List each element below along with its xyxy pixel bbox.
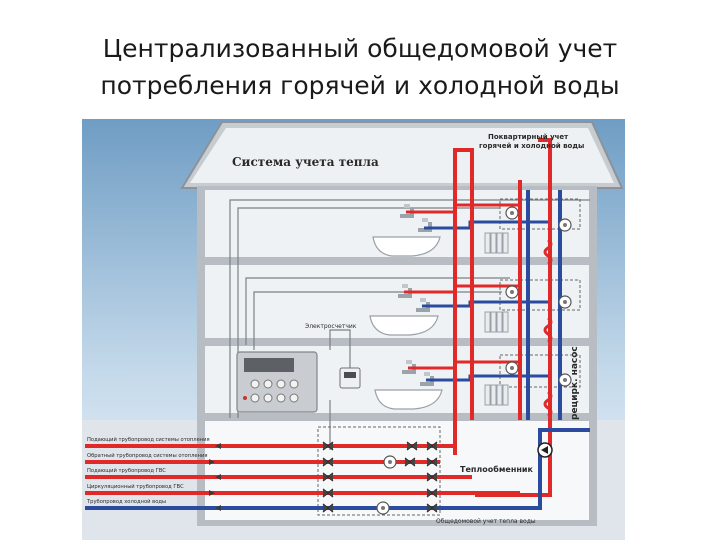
water-meter-icon [505, 285, 519, 299]
recirc-pump-label: рецирк. насос [570, 346, 580, 420]
pipe-label: Обратный трубопровод системы отопления [87, 452, 207, 459]
page-title: Централизованный общедомовой учет потреб… [0, 30, 720, 104]
electricity-meter-icon [339, 367, 361, 389]
water-meter-icon [558, 295, 572, 309]
title-line-2: потребления горячей и холодной воды [100, 71, 620, 100]
main-pipes [85, 428, 590, 510]
recirc-coils [543, 238, 553, 418]
system-label: Система учета тепла [232, 155, 379, 169]
radiator-icon [484, 384, 509, 406]
basement [205, 421, 589, 520]
pipe-label: Подающий трубопровод ГВС [87, 467, 166, 474]
water-meter-icon [383, 455, 397, 469]
water-meter-icon [505, 206, 519, 220]
floor-slab [205, 257, 589, 265]
pump-icon [537, 442, 553, 458]
apartment-meter-label: Поквартирный учет [488, 133, 569, 141]
controller-icon [236, 351, 318, 413]
sink-icon [374, 389, 443, 410]
flow-arrows [209, 443, 221, 511]
sink-icon [369, 315, 439, 336]
water-meter-icon [505, 361, 519, 375]
water-meter-icon [558, 218, 572, 232]
floor-slab [205, 338, 589, 346]
heat-exchanger-label: Теплообменник [460, 464, 533, 474]
water-meter-icon [376, 501, 390, 515]
building-meter-label: Общедомовой учет тепла воды [436, 518, 536, 525]
title-line-1: Централизованный общедомовой учет [102, 34, 618, 63]
pipe-label: Подающий трубопровод системы отопления [87, 436, 210, 443]
floor-slab [205, 413, 589, 421]
meter-boxes [317, 198, 581, 516]
radiator-icon [484, 232, 509, 254]
apartment-meter-label: горячей и холодной воды [479, 142, 584, 150]
sink-icon [372, 236, 441, 257]
pipe-label: Трубопровод холодной воды [86, 498, 166, 505]
radiator-icon [484, 311, 509, 333]
pipe-label: Циркуляционный трубопровод ГВС [87, 483, 184, 490]
electronic-label: Электросчетчик [305, 323, 357, 330]
